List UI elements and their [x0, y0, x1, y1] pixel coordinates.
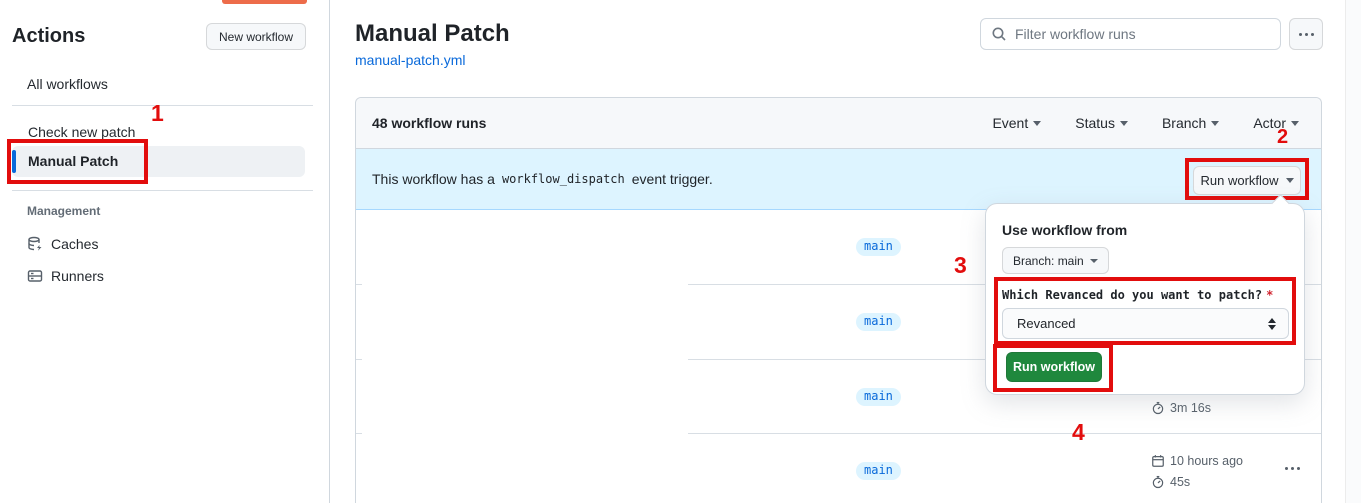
duration-text: 45s [1170, 475, 1191, 489]
run-duration: 45s [1151, 475, 1190, 489]
management-section-label: Management [27, 204, 101, 218]
button-label: Run workflow [1200, 173, 1279, 188]
workflow-runs-count: 48 workflow runs [372, 115, 487, 131]
calendar-icon [1151, 454, 1165, 468]
cache-icon [27, 236, 43, 252]
sidebar-item-manual-patch[interactable]: Manual Patch [12, 146, 305, 177]
branch-badge[interactable]: main [856, 313, 901, 331]
run-time: 10 hours ago [1151, 454, 1243, 468]
sidebar-divider [12, 105, 313, 106]
kebab-menu-button[interactable] [1289, 18, 1323, 50]
branch-badge[interactable]: main [856, 388, 901, 406]
banner-text: event trigger. [631, 171, 713, 187]
chevron-down-icon [1119, 120, 1128, 126]
row-content-blank-area [362, 211, 688, 503]
run-workflow-dialog: Use workflow from Branch: main Which Rev… [985, 194, 1305, 395]
duration-text: 3m 16s [1170, 401, 1211, 415]
chevron-down-icon [1089, 258, 1098, 263]
revanced-select[interactable]: Revanced [1002, 308, 1289, 339]
chevron-down-icon [1211, 120, 1220, 126]
filter-workflow-runs-search[interactable] [980, 18, 1281, 50]
branch-filter-dropdown[interactable]: Branch [1161, 115, 1220, 131]
input-label-text: Which Revanced do you want to patch? [1002, 288, 1263, 302]
filter-label: Event [992, 115, 1029, 131]
chevron-down-icon [1285, 178, 1294, 183]
run-workflow-submit-button[interactable]: Run workflow [1006, 352, 1102, 382]
banner-text: This workflow has a [372, 171, 495, 187]
workflow-file-link[interactable]: manual-patch.yml [355, 52, 466, 68]
selected-indicator-bar [12, 150, 16, 173]
scrollbar-track[interactable] [1345, 0, 1361, 503]
search-input[interactable] [1015, 26, 1270, 42]
top-accent-bar [222, 0, 307, 4]
actions-sidebar: Actions New workflow All workflows Check… [0, 0, 330, 503]
select-updown-icon [1268, 317, 1276, 330]
sidebar-item-label: Manual Patch [28, 153, 119, 169]
annotation-step-2: 2 [1277, 126, 1289, 148]
actor-filter-dropdown[interactable]: Actor [1253, 115, 1299, 131]
status-filter-dropdown[interactable]: Status [1075, 115, 1128, 131]
filter-label: Actor [1253, 115, 1286, 131]
annotation-step-4: 4 [1072, 419, 1085, 445]
filter-label: Branch [1161, 115, 1207, 131]
runners-icon [27, 268, 43, 284]
kebab-icon [1298, 32, 1314, 36]
required-marker: * [1266, 288, 1274, 302]
event-filter-dropdown[interactable]: Event [992, 115, 1042, 131]
branch-badge[interactable]: main [856, 238, 901, 256]
annotation-step-3: 3 [954, 252, 967, 278]
sidebar-divider [12, 190, 313, 191]
run-duration: 3m 16s [1151, 401, 1211, 415]
dialog-title: Use workflow from [1002, 222, 1128, 238]
run-workflow-dropdown-button[interactable]: Run workflow [1193, 166, 1301, 195]
sidebar-item-label: Runners [51, 268, 104, 284]
branch-select-button[interactable]: Branch: main [1002, 247, 1109, 274]
sidebar-item-label: Caches [51, 236, 99, 252]
button-label: Branch: main [1013, 253, 1084, 268]
chevron-down-icon [1291, 120, 1299, 126]
runs-card-header: 48 workflow runs Event Status Branch Act… [356, 98, 1321, 149]
page-title: Manual Patch [355, 20, 510, 47]
workflow-input-label: Which Revanced do you want to patch?* [1002, 288, 1273, 302]
chevron-down-icon [1033, 120, 1042, 126]
time-text: 10 hours ago [1170, 454, 1243, 468]
sidebar-item-check-new-patch[interactable]: Check new patch [28, 124, 136, 140]
annotation-step-1: 1 [151, 100, 164, 126]
sidebar-title: Actions [12, 25, 86, 47]
workflow-dispatch-code: workflow_dispatch [501, 172, 625, 186]
new-workflow-button[interactable]: New workflow [206, 23, 306, 50]
stopwatch-icon [1151, 475, 1165, 489]
branch-badge[interactable]: main [856, 462, 901, 480]
row-kebab-icon[interactable] [1285, 467, 1300, 470]
sidebar-item-caches[interactable]: Caches [27, 236, 98, 252]
filter-label: Status [1075, 115, 1115, 131]
sidebar-item-all-workflows[interactable]: All workflows [27, 76, 108, 92]
search-icon [991, 26, 1007, 42]
sidebar-item-runners[interactable]: Runners [27, 268, 104, 284]
stopwatch-icon [1151, 401, 1165, 415]
workflow-dispatch-banner: This workflow has a workflow_dispatch ev… [356, 149, 1321, 210]
select-value: Revanced [1017, 316, 1076, 331]
